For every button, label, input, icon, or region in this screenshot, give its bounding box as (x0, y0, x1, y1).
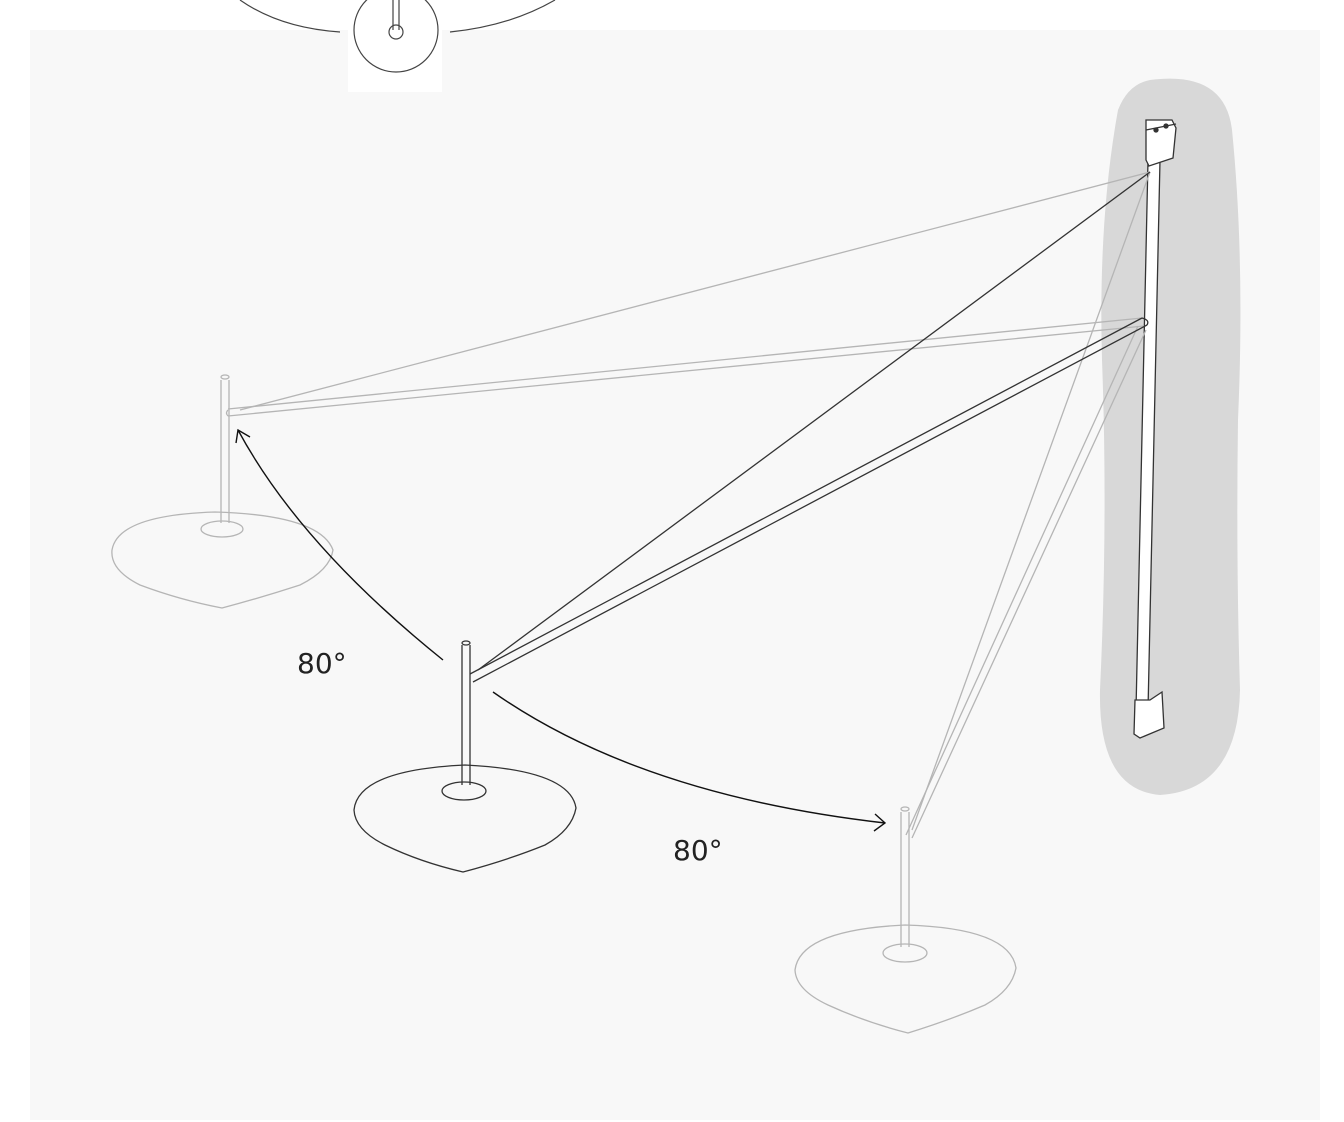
rotation-arrow-left (235, 428, 444, 661)
angle-label-right: 80° (673, 834, 723, 867)
lamp-position-right (794, 171, 1151, 1034)
angle-label-left: 80° (297, 647, 347, 680)
top-view-inset (239, 0, 556, 92)
wall-mount (1099, 78, 1241, 796)
lamp-position-center (353, 171, 1151, 873)
rotation-arrow-right (492, 691, 887, 832)
lamp-position-left (111, 171, 1151, 609)
wall-pole (1133, 119, 1177, 739)
